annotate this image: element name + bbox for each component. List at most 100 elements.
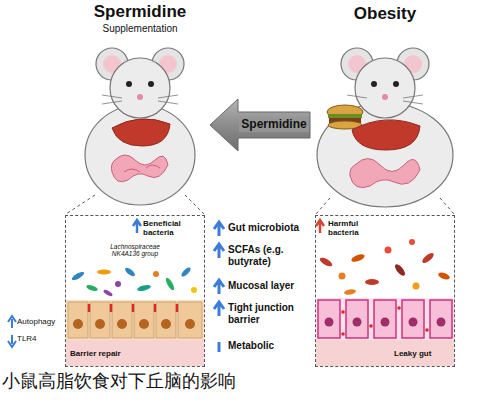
harmful-gut-art-part-part: [344, 288, 357, 295]
mouse-group: SpermidineSupplementation: [70, 2, 210, 210]
increase-arrows-part: [214, 244, 224, 258]
beneficial-gut-art-part: [66, 300, 204, 340]
harmful-gut-art-part-part: [341, 332, 345, 336]
harmful-gut-art-part: [325, 318, 446, 327]
increase-arrows: [214, 222, 224, 352]
beneficial-gut-art-part-part: [86, 284, 99, 293]
harmful-gut-art-part: [316, 220, 324, 233]
obese-mouse-part: [371, 81, 377, 87]
harmful-gut-art: [316, 220, 454, 366]
beneficial-gut-art-part-part: [132, 304, 135, 312]
beneficial-gut-art-part-part: [112, 302, 132, 338]
beneficial-gut-art-part: [68, 302, 202, 338]
beneficial-gut-art-part: [66, 340, 204, 366]
beneficial-gut-art-part-part: [124, 266, 136, 278]
beneficial-gut-art-part-part: [117, 319, 127, 329]
beneficial-gut-art-part-part: [68, 302, 88, 338]
harmful-gut-art-part-part: [397, 306, 401, 310]
harmful-gut-art-part-part: [381, 318, 390, 327]
barrier-label: Barrier repair: [70, 349, 150, 358]
harmful-gut-art-part-part: [325, 318, 334, 327]
harmful-gut-art-part-part: [341, 310, 345, 314]
lean-mouse-part: [148, 81, 154, 87]
harmful-gut-art-part-part: [318, 300, 340, 338]
obese-mouse-part: [347, 95, 423, 104]
beneficial-gut-art-part-part: [137, 284, 152, 292]
zoom-lines-part: [66, 195, 95, 214]
obese-mouse-part: [393, 81, 399, 87]
zoom-lines: [66, 195, 454, 214]
caption: 小鼠高脂饮食对下丘脑的影响: [2, 371, 472, 392]
lean-mouse-part: [110, 58, 170, 118]
lean-mouse-part: [112, 119, 170, 146]
increase-arrows-part: [218, 342, 221, 352]
beneficial-gut-art-part: [8, 316, 16, 328]
zoom-lines-part: [185, 195, 204, 214]
harmful-gut-art-part-part: [374, 300, 396, 338]
beneficial-gut-art-part-part: [97, 270, 111, 275]
panel-subtitle: Supplementation: [70, 23, 210, 35]
harmful-gut-art-part-part: [369, 324, 373, 328]
beneficial-gut-art-part-part: [180, 266, 192, 278]
lean-mouse-part: [137, 94, 143, 100]
obese-mouse-part: [352, 120, 420, 150]
harmful-gut-art-part-part: [350, 253, 365, 263]
harmful-gut-art-part-part: [425, 328, 429, 332]
beneficial-gut-art-part-part: [161, 319, 171, 329]
arrow-label: Spermidine: [239, 118, 308, 132]
zoom-lines-part: [316, 198, 330, 214]
taxon-label: Lachnospiraceae NK4A136 group: [102, 243, 168, 258]
harmful-gut-art-part-part: [437, 318, 446, 327]
lean-mouse-part: [124, 165, 160, 172]
bacteria-label: Harmful bacteria: [328, 219, 388, 237]
obese-mouse-part: [350, 159, 420, 188]
increase-arrows-part: [214, 280, 224, 294]
lean-mouse: [85, 48, 195, 205]
block-arrow: [210, 99, 310, 151]
gut-panel: Beneficial bacteriaLachnospiraceae NK4A1…: [65, 215, 205, 367]
beneficial-gut-art-part-part: [110, 304, 113, 312]
obese-mouse-part: [328, 114, 362, 118]
increase-arrows-part: [214, 222, 224, 236]
beneficial-gut-art-part-part: [139, 319, 149, 329]
beneficial-gut-art-part: [133, 220, 141, 233]
harmful-gut-art-part-part: [437, 271, 450, 281]
effect-label: SCFAs (e.g. butyrate): [228, 244, 314, 267]
mouse-group: Obesity: [310, 2, 460, 210]
bacteria-label: Beneficial bacteria: [143, 219, 203, 237]
effect-label: Metabolic: [228, 340, 314, 352]
beneficial-gut-art-part-part: [90, 302, 110, 338]
effect-label: Mucosal layer: [228, 280, 314, 292]
beneficial-gut-art-part: [8, 335, 16, 347]
lean-mouse-part: [111, 155, 168, 182]
harmful-gut-art-part-part: [393, 263, 407, 278]
beneficial-gut-art-part: [89, 304, 177, 312]
beneficial-gut-art-part-part: [154, 304, 157, 312]
beneficial-gut-art-part-part: [178, 302, 202, 338]
harmful-gut-art-part: [341, 306, 429, 336]
beneficial-gut-art-part-part: [134, 302, 154, 338]
panel-title: Spermidine: [70, 2, 210, 22]
beneficial-gut-art: [8, 220, 204, 366]
beneficial-gut-art-part-part: [95, 319, 105, 329]
barrier-label: Leaky gut: [394, 349, 452, 358]
harmful-gut-art-part: [318, 239, 450, 296]
lean-mouse-part: [85, 105, 195, 205]
harmful-gut-art-part-part: [409, 318, 418, 327]
beneficial-gut-art-part-part: [115, 281, 121, 287]
harmful-gut-art-part: [318, 300, 452, 338]
lean-mouse-part: [102, 95, 178, 104]
harmful-gut-art-part-part: [430, 300, 452, 338]
beneficial-gut-art-part-part: [191, 287, 197, 293]
obese-mouse-part: [327, 105, 363, 119]
harmful-gut-art-part-part: [346, 300, 368, 338]
harmful-gut-art-part: [316, 340, 454, 366]
harmful-gut-art-part-part: [402, 300, 424, 338]
harmful-gut-art-part-part: [385, 247, 392, 254]
harmful-gut-art-part-part: [409, 239, 415, 245]
beneficial-gut-art-part-part: [176, 304, 179, 312]
panel-title: Obesity: [310, 4, 460, 24]
beneficial-gut-art-part-part: [73, 319, 83, 329]
beneficial-gut-art-part: [73, 319, 195, 329]
